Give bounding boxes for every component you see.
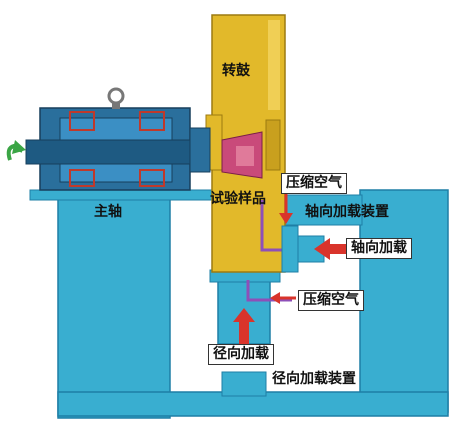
axial-loading-device-label: 轴向加载装置 [305,204,389,220]
radial-load-arrow [239,320,249,344]
base-frame [29,189,449,419]
spindle [25,87,211,191]
lifting-eye-icon [107,87,125,105]
axial-piston [281,225,299,273]
load-arrows [233,190,346,344]
bearing-2 [69,111,95,131]
rotation-arrow-icon [6,140,26,161]
radial-loading-device-label: 径向加载装置 [272,371,356,387]
test-sample [221,131,263,179]
axial-loading-label: 轴向加载 [346,238,412,260]
radial-loading-label: 径向加载 [208,344,274,366]
test-sample-label: 试验样品 [210,191,266,207]
compressed-air-top-label: 压缩空气 [281,173,347,195]
spindle-label: 主轴 [94,204,122,220]
drum-label: 转鼓 [222,63,250,79]
bearing-1 [139,111,165,131]
compressed-air-bottom-label: 压缩空气 [298,290,364,312]
bearing-4 [69,169,95,187]
bearing-3 [139,169,165,187]
axial-load-arrow [328,244,346,254]
